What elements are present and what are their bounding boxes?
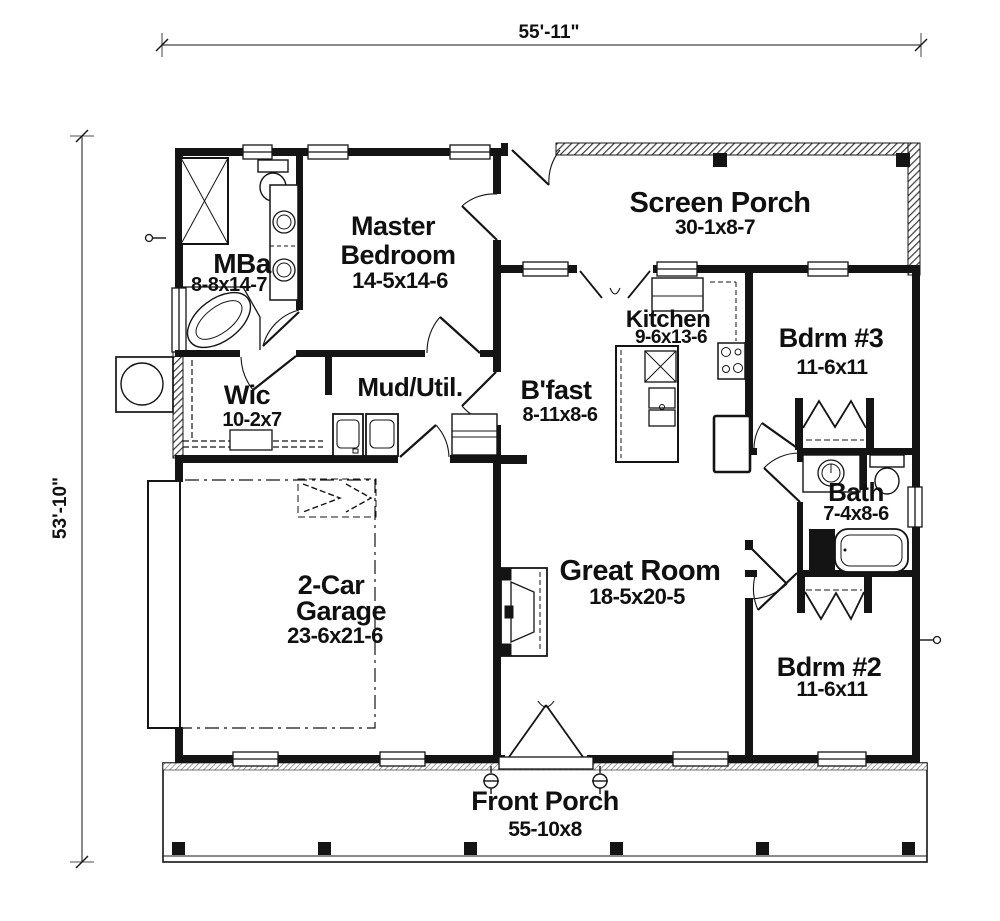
overall-width-dimension: 55'-11" <box>518 22 579 43</box>
wic-shelving <box>183 360 323 451</box>
label-bath-size: 7-4x8-6 <box>823 503 889 525</box>
refrigerator <box>712 414 752 474</box>
bath-door <box>763 452 801 503</box>
room-labels: Master Bedroom 14-5x14-6 MBa 8-8x14-7 Sc… <box>191 187 890 841</box>
breakfast-porch-double-door <box>579 270 651 299</box>
porch-post <box>713 153 727 167</box>
bedroom2-closet <box>804 589 865 621</box>
corner-garden-tub <box>183 286 261 350</box>
label-master-bath-size: 8-8x14-7 <box>191 274 267 296</box>
window <box>817 751 867 767</box>
window <box>232 751 279 767</box>
label-bedroom3-size: 11-6x11 <box>796 356 868 379</box>
shower <box>180 157 229 245</box>
doors <box>240 149 801 770</box>
label-master-bedroom-size: 14-5x14-6 <box>352 268 448 293</box>
bedroom3-closet <box>802 399 867 441</box>
master-bedroom-door <box>426 316 481 354</box>
screen-wall-top <box>555 142 921 156</box>
exterior-walls <box>172 142 921 763</box>
fixtures <box>115 153 942 729</box>
label-kitchen-size: 9-6x13-6 <box>635 327 707 348</box>
fireplace <box>500 567 548 657</box>
master-porch-door <box>461 193 498 241</box>
label-front-porch-size: 55-10x8 <box>508 818 582 841</box>
porch-post <box>896 153 910 167</box>
porch-posts <box>172 842 915 855</box>
left-wall-hatched <box>172 351 184 459</box>
washer <box>332 413 364 457</box>
garage-overhead-door <box>147 480 181 729</box>
wic-door <box>240 355 297 391</box>
hose-bib-left <box>144 233 166 243</box>
label-master-bath: MBa <box>213 248 272 279</box>
master-bath-door <box>262 309 300 347</box>
label-breakfast-size: 8-11x8-6 <box>523 404 598 426</box>
label-master-bedroom-2: Bedroom <box>340 240 455 270</box>
label-garage-2: Garage <box>296 596 387 626</box>
kitchen-island <box>615 345 679 463</box>
label-bedroom3: Bdrm #3 <box>779 323 884 353</box>
hose-bib-right <box>920 635 942 645</box>
label-garage-1: 2-Car <box>298 570 366 600</box>
window <box>807 261 849 277</box>
label-bedroom2: Bdrm #2 <box>777 652 882 682</box>
window <box>307 144 349 160</box>
garage-storage-boundary <box>150 479 376 729</box>
double-vanity <box>269 184 299 301</box>
label-garage-size: 23-6x21-6 <box>287 623 383 648</box>
screen-porch-door <box>511 149 561 186</box>
window <box>449 144 491 160</box>
window <box>242 144 273 160</box>
bedroom2-door <box>752 572 798 611</box>
label-mud-util: Mud/Util. <box>357 372 462 402</box>
range <box>717 342 746 380</box>
kitchen-counter <box>651 277 737 341</box>
windows <box>171 144 923 767</box>
label-screen-porch-size: 30-1x8-7 <box>675 216 755 239</box>
label-breakfast: B'fast <box>521 375 592 405</box>
window <box>379 751 426 767</box>
label-screen-porch: Screen Porch <box>630 187 811 219</box>
label-great-room: Great Room <box>560 555 721 587</box>
label-great-room-size: 18-5x20-5 <box>589 584 685 609</box>
dimension-annotations <box>70 33 928 869</box>
attic-stairs <box>297 478 377 518</box>
window <box>907 486 923 528</box>
front-entry-door <box>498 700 594 770</box>
bedroom3-door <box>753 422 801 451</box>
label-front-porch: Front Porch <box>471 786 619 816</box>
pantry-shelves <box>451 413 498 456</box>
dryer <box>365 413 399 457</box>
bathtub <box>834 528 909 573</box>
label-bath: Bath <box>828 477 884 507</box>
bath-vanity <box>802 454 861 493</box>
porch-columns <box>483 766 608 794</box>
label-wic: Wic <box>224 380 271 410</box>
window <box>672 751 729 767</box>
bath-toilet <box>869 454 905 495</box>
label-wic-size: 10-2x7 <box>222 409 282 431</box>
equipment-pad <box>115 356 174 413</box>
label-kitchen: Kitchen <box>626 306 711 333</box>
label-bedroom2-size: 11-6x11 <box>796 678 868 701</box>
window <box>656 261 698 277</box>
window <box>522 261 569 277</box>
garage-entry-door <box>399 424 450 458</box>
label-master-bedroom-1: Master <box>351 211 436 241</box>
window <box>171 287 187 353</box>
overall-depth-dimension: 53'-10" <box>50 477 71 539</box>
